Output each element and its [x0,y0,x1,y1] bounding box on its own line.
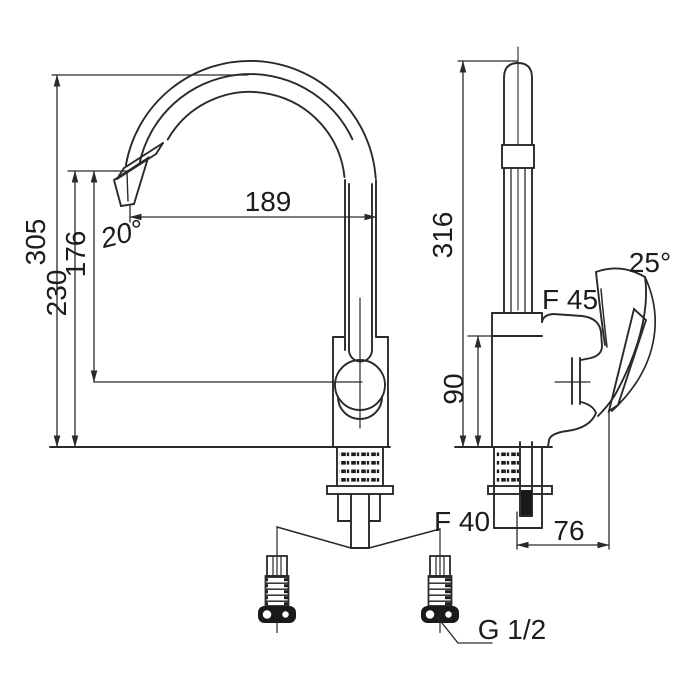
aerator-callout-label: F 45 [542,284,598,315]
mounting-shank-front [326,446,394,549]
dim-center-height-label: 176 [60,231,91,278]
handle-swing-arc [611,276,656,412]
faucet-body-side [491,312,603,448]
base-callout-label: F 40 [434,506,490,537]
thread-leader-line [437,617,493,644]
outlet-angle-label: 20° [96,214,146,255]
gooseneck-spout [124,59,377,363]
handle-angle-label: 25° [629,247,671,278]
spout-tube-side [501,46,535,314]
faucet-body-front [332,297,389,448]
dim-reach-label: 189 [245,186,292,217]
hose-break-lines [276,526,441,549]
dim-body-height-label: 90 [438,373,469,404]
spout-aerator [112,142,164,208]
supply-hose-left [258,527,296,633]
handle-lever [595,267,656,417]
dim-outlet-height-label: 230 [41,270,72,317]
thread-size-label: G 1/2 [478,614,546,645]
dimension-annotations [49,60,610,644]
dim-depth-label: 76 [553,515,584,546]
front-view [112,59,441,549]
mounting-shank-side [487,441,553,529]
dim-overall-height-side-label: 316 [427,212,458,259]
dim-overall-height-front-label: 305 [20,219,51,266]
side-view [487,46,656,529]
supply-hoses [258,527,459,633]
supply-hose-right [421,529,459,633]
